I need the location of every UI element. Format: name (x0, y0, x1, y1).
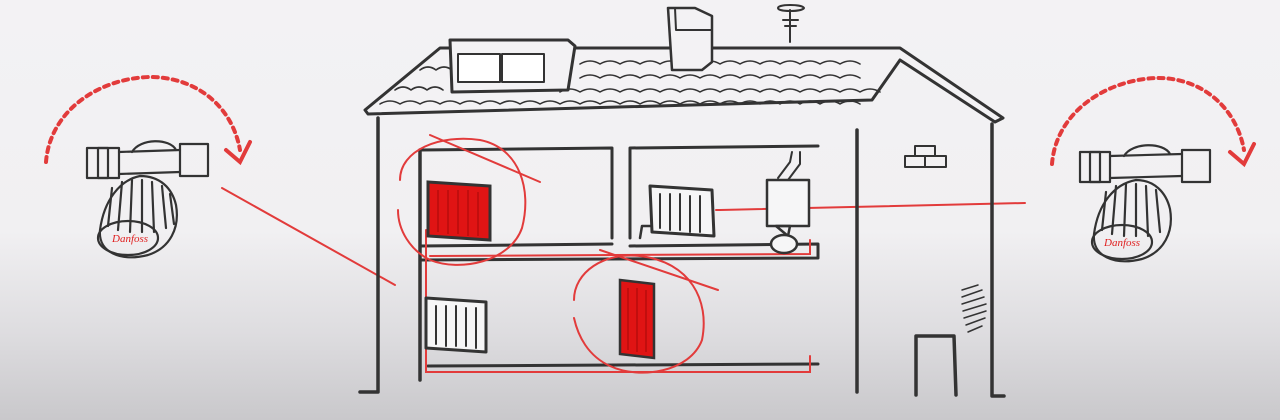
boiler (765, 151, 811, 255)
radiator-downstairs-left-cold (424, 296, 488, 354)
radiator-downstairs-middle-hot (618, 278, 656, 360)
roof (363, 4, 1005, 124)
right-thermostatic-valve: Danfoss (1050, 75, 1256, 263)
highlight-circles (397, 134, 719, 374)
antenna-icon (777, 4, 805, 43)
house (358, 4, 1006, 398)
walls (358, 116, 1006, 398)
chimney (666, 6, 714, 72)
brand-label: Danfoss (111, 233, 148, 245)
brand-label: Danfoss (1103, 237, 1140, 249)
radiator-upstairs-left-hot (426, 180, 492, 242)
right-rotate-arrow-icon (1050, 75, 1246, 166)
wall-shading (961, 284, 987, 333)
left-thermostatic-valve: Danfoss (44, 74, 252, 259)
front-door (914, 334, 958, 397)
radiator-upstairs-right-cold (638, 184, 716, 240)
left-rotate-arrow-icon (44, 74, 242, 164)
